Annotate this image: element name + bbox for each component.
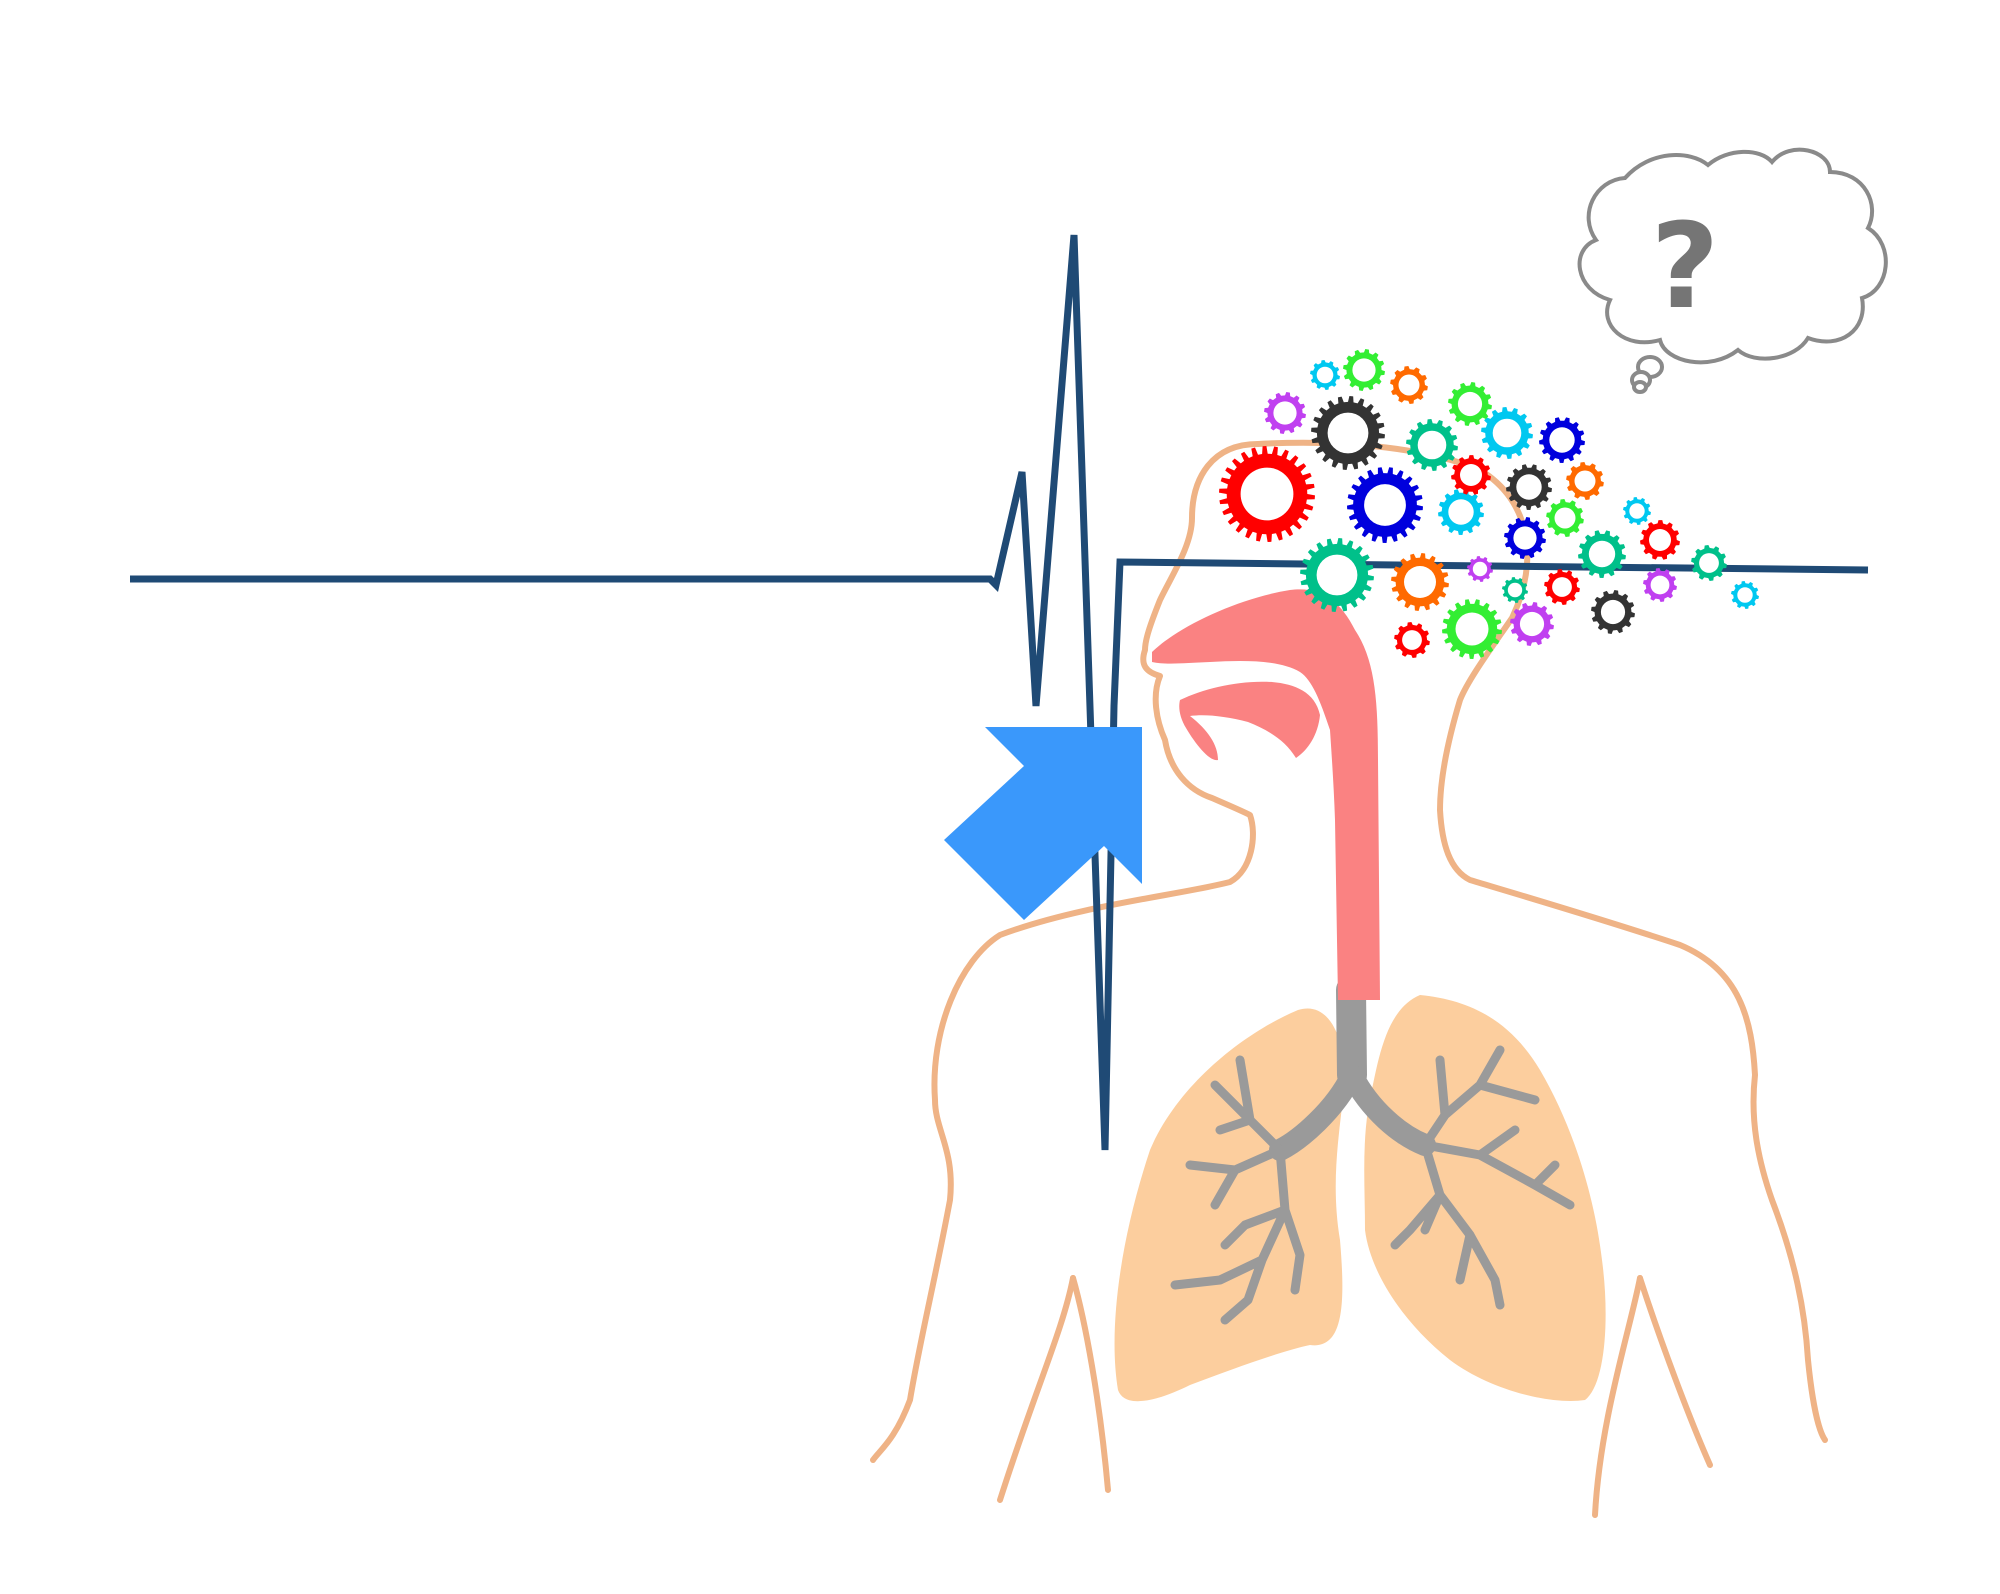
gear-hole [1492,418,1522,448]
gear-hole [1316,554,1358,596]
gear-icon [1623,497,1651,525]
gear-icon [1394,622,1430,658]
gear-icon [1406,419,1458,471]
gears-icon [1219,349,1759,659]
gear-icon [1390,366,1428,404]
lungs-icon [1114,995,1606,1402]
gear-hole [1507,582,1523,598]
question-mark-icon: ? [1651,197,1719,335]
right-underarm-outline [1637,1275,1713,1468]
gear-icon [1343,349,1385,391]
gear-hole [1650,575,1670,595]
arrow-icon [944,727,1142,920]
gear-hole [1457,391,1483,417]
back-of-head-outline [1255,439,1828,1443]
gear-icon [1219,446,1315,542]
head-profile-outline [870,441,1261,1463]
gear-icon [1566,462,1604,500]
gear-icon [1391,553,1449,611]
gear-icon [1300,538,1374,612]
left-bronchi [1170,1055,1305,1325]
gear-hole [1327,412,1369,454]
trachea-lower [1336,975,1367,1090]
gear-hole [1240,467,1294,521]
gear-hole [1737,587,1753,603]
gear-icon [1640,520,1680,560]
gear-hole [1273,401,1297,425]
gear-hole [1404,566,1436,598]
left-underarm-outline [1070,1275,1111,1493]
gear-icon [1448,382,1492,426]
gear-hole [1417,430,1447,460]
right-lung [1364,995,1606,1401]
gear-hole [1649,529,1671,551]
gear-hole [1552,577,1572,597]
gear-hole [1574,470,1596,492]
gear-icon [1311,396,1385,470]
heartbeat-trace-icon [130,234,1869,1151]
gear-hole [1316,366,1334,384]
oral-cavity [1179,681,1320,761]
thought-bubble-icon: ? [1577,147,1888,394]
gear-icon [1451,455,1491,495]
right-arm-inner-outline [1592,1275,1643,1518]
gear-icon [1539,417,1585,463]
gear-icon [1506,464,1552,510]
gear-hole [1549,427,1575,453]
gear-icon [1510,602,1554,646]
right-bronchi [1390,1045,1575,1310]
gear-icon [1502,577,1528,603]
gear-icon [1546,499,1584,537]
gear-icon [1264,392,1306,434]
right-main-bronchus [1341,1064,1436,1156]
gear-icon [1438,489,1484,535]
gear-hole [1460,464,1482,486]
gear-icon [1591,590,1635,634]
gear-hole [1600,599,1626,625]
gear-icon [1504,517,1546,559]
gear-hole [1513,526,1537,550]
gear-hole [1472,561,1488,577]
gear-hole [1554,507,1576,529]
gear-hole [1352,358,1376,382]
left-lung [1114,1008,1345,1402]
gear-icon [1347,467,1423,543]
gear-icon [1578,530,1626,578]
gear-icon [1544,569,1580,605]
left-arm-inner-outline [997,1275,1076,1503]
gear-hole [1402,630,1422,650]
gear-hole [1516,474,1542,500]
gear-hole [1629,503,1645,519]
gear-icon [1691,545,1727,581]
gear-hole [1699,553,1719,573]
thought-dot-small [1632,380,1648,394]
gear-icon [1442,599,1502,659]
gear-hole [1455,612,1489,646]
gear-icon [1467,556,1493,582]
gear-hole [1364,484,1406,526]
gear-icon [1643,568,1677,602]
nasal-cavity [1152,589,1380,1000]
thought-cloud [1577,147,1888,365]
human-torso-icon [870,439,1828,1518]
gear-icon [1731,581,1759,609]
gear-hole [1519,611,1545,637]
airway-icon [1152,589,1380,1000]
gear-hole [1398,374,1420,396]
gear-icon [1310,360,1340,390]
bronchial-tree-icon [1170,975,1575,1325]
gear-hole [1448,499,1474,525]
gear-icon [1481,407,1533,459]
gear-hole [1588,540,1616,568]
